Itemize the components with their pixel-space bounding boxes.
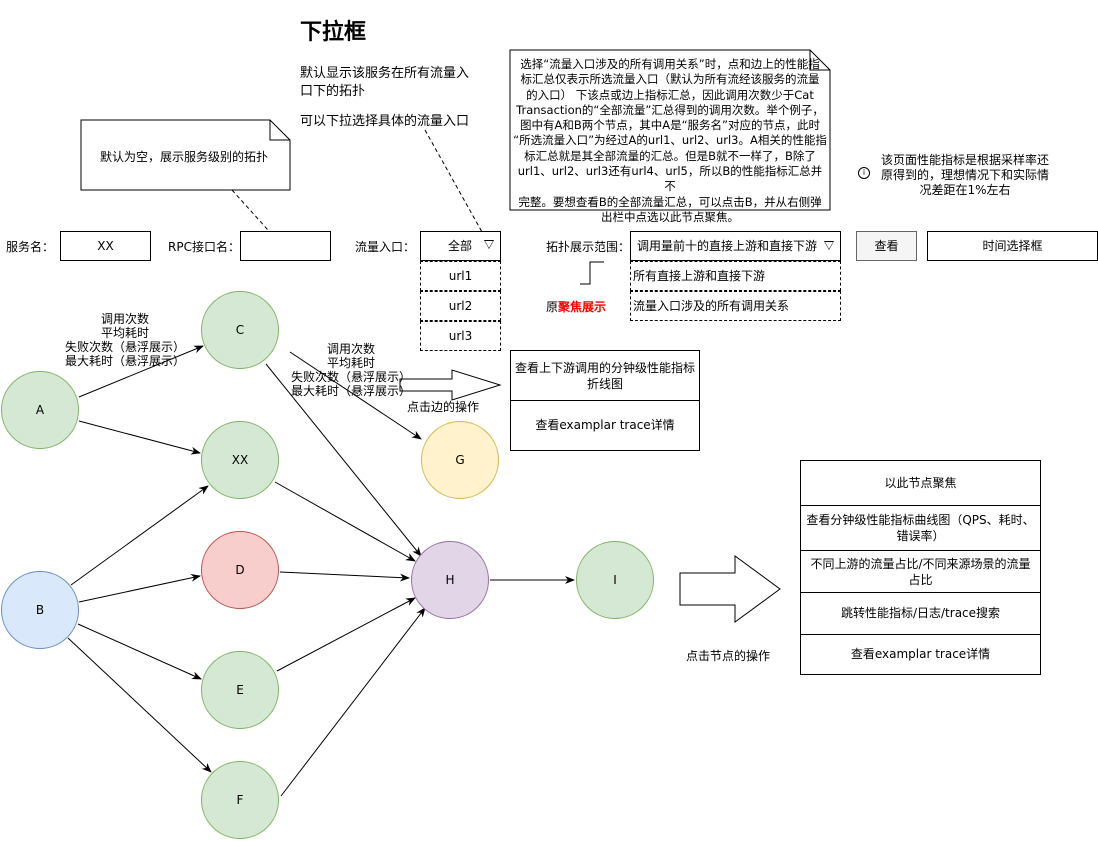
dropdown-note-line1: 默认显示该服务在所有流量入 [300,66,470,81]
node-e[interactable]: E [201,651,279,729]
scope-note: 选择“流量入口涉及的所有调用关系”时，点和边上的性能指 标汇总仅表示所选流量入口… [513,57,827,224]
service-input[interactable]: XX [60,231,151,261]
entry-label: 流量入口： [355,240,416,254]
scope-chevron-down-icon[interactable] [824,241,834,250]
node-menu-focus[interactable]: 以此节点聚焦 [800,460,1041,506]
node-h[interactable]: H [411,541,489,619]
rpc-note-shape [80,119,291,191]
node-menu-traffic-share[interactable]: 不同上游的流量占比/不同来源场景的流量占比 [800,550,1041,593]
dropdown-note-line3: 可以下拉选择具体的流量入口 [300,114,470,129]
node-menu-metrics-chart[interactable]: 查看分钟级性能指标曲线图（QPS、耗时、错误率） [800,505,1041,551]
dropdown-note-line2: 口下的拓扑 [300,84,366,99]
node-menu-exemplar-trace[interactable]: 查看examplar trace详情 [800,634,1041,675]
query-button[interactable]: 查看 [856,231,917,261]
scope-select[interactable]: 调用量前十的直接上游和直接下游 [630,231,841,261]
entry-option-url1[interactable]: url1 [420,261,501,291]
entry-chevron-down-icon[interactable] [484,240,494,249]
node-d[interactable]: D [201,531,279,609]
edge-action-label: 点击边的操作 [407,400,480,414]
scope-label: 拓扑展示范围： [546,240,631,254]
rpc-label: RPC接口名： [168,240,240,254]
node-b[interactable]: B [1,571,79,649]
node-i[interactable]: I [576,541,654,619]
edge-metrics-c-g: 调用次数 平均耗时 失败次数（悬浮展示） 最大耗时（悬浮展示） [290,342,411,398]
entry-option-url3[interactable]: url3 [420,321,501,351]
node-g[interactable]: G [421,421,499,499]
scope-note-shape [509,49,831,211]
time-picker[interactable]: 时间选择框 [927,231,1098,261]
page-title: 下拉框 [300,20,367,45]
scope-select-value: 调用量前十的直接上游和直接下游 [637,238,818,253]
node-c[interactable]: C [201,291,279,369]
edge-menu-line-chart[interactable]: 查看上下游调用的分钟级性能指标折线图 [510,350,700,401]
node-f[interactable]: F [201,761,279,839]
info-icon: i [858,167,870,179]
scope-option-direct[interactable]: 所有直接上游和直接下游 [630,261,841,291]
service-label: 服务名： [6,240,55,254]
node-menu-jump-search[interactable]: 跳转性能指标/日志/trace搜索 [800,592,1041,635]
entry-option-url2[interactable]: url2 [420,291,501,321]
entry-select-value: 全部 [448,238,473,253]
edge-metrics-a-c: 调用次数 平均耗时 失败次数（悬浮展示） 最大耗时（悬浮展示） [64,312,185,368]
rpc-input[interactable] [240,231,331,261]
rpc-note: 默认为空，展示服务级别的拓扑 [100,150,269,164]
node-a[interactable]: A [1,371,79,449]
node-action-label: 点击节点的操作 [686,649,771,663]
node-xx[interactable]: XX [201,421,279,499]
original-focus-note: 原聚焦展示 [546,300,607,314]
edge-menu-exemplar-trace[interactable]: 查看examplar trace详情 [510,400,700,451]
scope-option-all-relations[interactable]: 流量入口涉及的所有调用关系 [630,291,841,321]
